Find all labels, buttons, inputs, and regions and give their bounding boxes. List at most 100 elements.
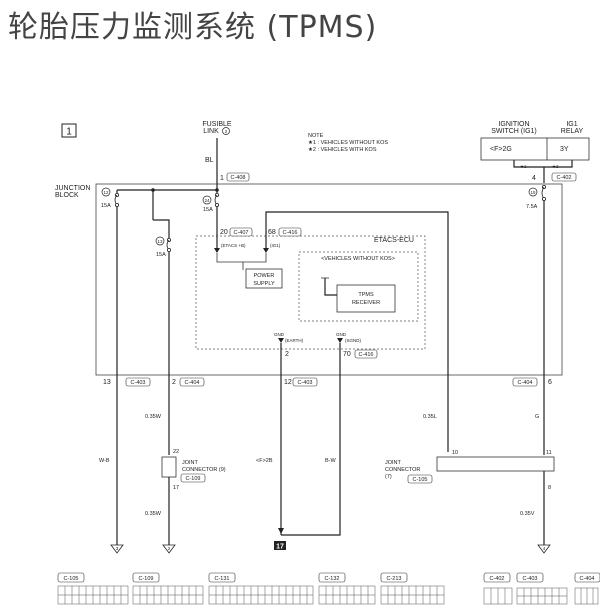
conn-c109-badge [180, 473, 206, 483]
pin-13: 13 [103, 379, 111, 386]
wire-wb-label: W-B [99, 458, 110, 464]
conn-c109: C-109 [186, 476, 201, 482]
wire-035l-label: 0.35L [423, 414, 437, 420]
joint-connector-9-box [161, 456, 177, 478]
ignition-switch-code: <F>2G [490, 146, 512, 153]
ground-arrow [278, 528, 284, 534]
jc7-pin-11: 11 [546, 450, 552, 456]
connector-face-c105: C-105 [64, 576, 79, 582]
fusible-link-label-1: FUSIBLE [202, 121, 232, 128]
fusible-link-label-2: LINK [203, 128, 219, 135]
jc7-pin-10: 10 [452, 450, 458, 456]
fuse-15-number: 15 [530, 190, 536, 195]
fuse-13-number: 13 [157, 239, 163, 244]
fuse-13-rating: 15A [156, 252, 166, 258]
fuse-12-number: 12 [103, 190, 109, 195]
wire-bw-label: B-W [325, 458, 337, 464]
antenna-icon [324, 278, 337, 296]
pin-6: 6 [548, 379, 552, 386]
ground-badge [274, 541, 286, 550]
junction-block-label-1: JUNCTION [55, 185, 90, 192]
etacs-pin-68: 68 [268, 229, 276, 236]
jc9-label-2: CONNECTOR (9) [182, 467, 226, 473]
power-supply-label-1: POWER [254, 273, 275, 279]
gnd-sgnd-sub: (SGND) [345, 338, 361, 343]
connector-face-c213: C-213 [387, 576, 402, 582]
note-line-1: ★1 : VEHICLES WITHOUT KOS [308, 139, 388, 146]
terminal-arrow-2 [162, 544, 176, 554]
connector-face-c132: C-132 [325, 576, 340, 582]
conn-c408: C-408 [231, 175, 246, 181]
page-title: 轮胎压力监测系统 (TPMS) [8, 10, 378, 45]
terminal-3: 3 [116, 546, 119, 551]
connector-face-c402: C-402 [490, 576, 505, 582]
etacs-ecu-title: ETACS-ECU [374, 237, 414, 244]
conn-c403-badge-2 [292, 377, 318, 387]
term-etacs-b: (ETACS +B) [221, 243, 246, 248]
gnd-earth-sub: (EARTH) [285, 338, 304, 343]
fuse-24-number: 24 [204, 198, 210, 203]
conn-c416-badge-bottom [354, 349, 378, 359]
fusible-link-number: 2 [225, 129, 228, 134]
conn-c105-badge [407, 474, 433, 484]
tpms-receiver-box [336, 284, 396, 313]
jc9-label-1: JOINT [182, 460, 199, 466]
ig1-relay-label-2: RELAY [561, 128, 584, 135]
jc7-label-2: CONNECTOR [385, 467, 420, 473]
terminal-4: 4 [543, 546, 546, 551]
wire-035w-label: 0.35W [145, 414, 162, 420]
wire-035v-label: 0.35V [520, 511, 535, 517]
terminal-arrow-3 [110, 544, 124, 554]
section-box [61, 123, 77, 138]
note-heading: NOTE [308, 133, 324, 139]
jc7-label-1: JOINT [385, 460, 402, 466]
conn-c403-1: C-403 [131, 380, 146, 386]
jc7-label-3: (7) [385, 474, 392, 480]
conn-c402: C-402 [557, 175, 572, 181]
wire-bl-label: BL [205, 157, 214, 164]
without-kos-label: <VEHICLES WITHOUT KOS> [321, 256, 395, 262]
terminal-arrow-4 [537, 544, 551, 554]
conn-c403-badge-1 [125, 377, 151, 387]
junction-block-label-2: BLOCK [55, 192, 79, 199]
star-2: ★2 [552, 164, 559, 169]
pin-12: 12 [284, 379, 292, 386]
ignition-relay-box [480, 137, 590, 161]
ignition-switch-label-1: IGNITION [498, 121, 529, 128]
connector-face-grids [57, 585, 599, 605]
conn-c105: C-105 [413, 477, 428, 483]
tpms-receiver-label-1: TPMS [358, 292, 374, 298]
ig1-relay-code: 3Y [560, 146, 569, 153]
term-ig1: (IG1) [270, 243, 281, 248]
conn-c404-badge-1 [179, 377, 205, 387]
fusible-link-number-circle [222, 127, 230, 135]
conn-c416-bottom: C-416 [359, 352, 374, 358]
without-kos-box [298, 251, 419, 322]
star-1: ★1 [520, 164, 527, 169]
jc9-pin-22: 22 [173, 449, 179, 455]
gnd-earth-label: GND [274, 332, 285, 337]
etacs-pin-2: 2 [285, 351, 289, 358]
power-supply-box [245, 268, 283, 289]
conn-c407-badge [229, 227, 253, 237]
fusible-pin: 1 [220, 175, 224, 182]
wire-g-label: G [535, 414, 539, 420]
etacs-pin-20: 20 [220, 229, 228, 236]
fuse-15-rating: 7.5A [526, 204, 538, 210]
conn-c404-1: C-404 [185, 380, 200, 386]
fuse-24-rating: 15A [203, 207, 213, 213]
conn-c403-2: C-403 [298, 380, 313, 386]
gnd-sgnd-label: GND [336, 332, 347, 337]
pin-2: 2 [172, 379, 176, 386]
right-fuse-pin: 4 [532, 175, 536, 182]
section-number: 1 [66, 127, 72, 138]
ignition-switch-label-2: SWITCH (IG1) [491, 128, 537, 135]
wire-035w-lower-label: 0.35W [145, 511, 162, 517]
conn-c402-badge [551, 172, 577, 182]
connector-face-c131: C-131 [215, 576, 230, 582]
conn-c404-2: C-404 [518, 380, 533, 386]
ig1-relay-label-1: IG1 [566, 121, 577, 128]
conn-c416-top: C-416 [283, 230, 298, 236]
conn-c404-badge-2 [512, 377, 538, 387]
